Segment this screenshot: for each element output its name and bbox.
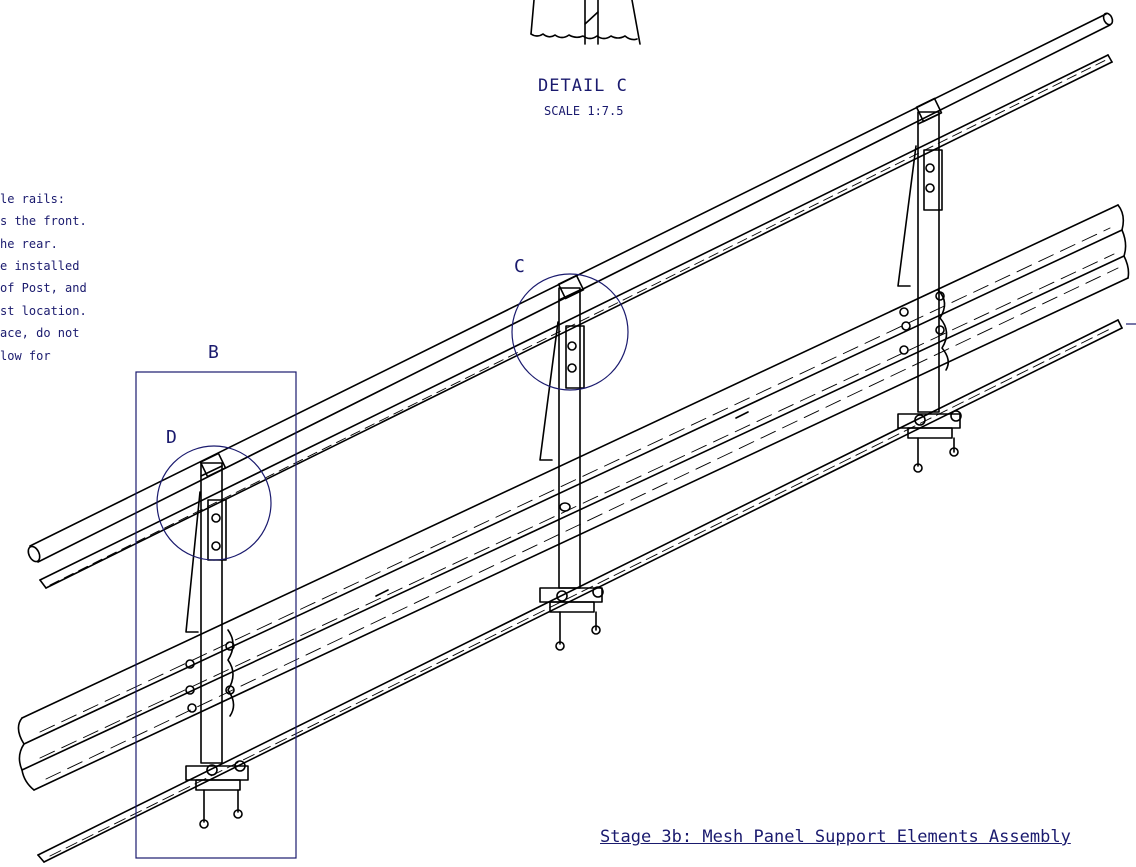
detail-b-frame — [135, 371, 297, 859]
callout-c: C — [514, 256, 525, 277]
handrail-joints — [199, 97, 943, 478]
detail-c-fragment — [530, 0, 641, 45]
post-1 — [185, 462, 249, 829]
note-line: e installed — [0, 259, 80, 273]
note-line: s the front. — [0, 214, 87, 228]
w-beam-rail — [17, 204, 1130, 791]
detail-c-circle — [511, 273, 629, 391]
post-3 — [897, 111, 962, 473]
note-line: le rails: — [0, 192, 66, 206]
stage-title: Stage 3b: Mesh Panel Support Elements As… — [600, 827, 1071, 847]
note-line: st location. — [0, 304, 87, 318]
detail-title: DETAIL C — [538, 76, 628, 96]
callout-b: B — [208, 342, 219, 363]
detail-d-circle — [156, 445, 272, 561]
post-2 — [539, 287, 604, 651]
note-line: he rear. — [0, 237, 58, 251]
note-line: ace, do not — [0, 326, 80, 340]
callout-d: D — [166, 427, 177, 448]
note-line: of Post, and — [0, 281, 87, 295]
detail-scale: SCALE 1:7.5 — [544, 104, 624, 118]
note-line: low for — [0, 349, 51, 363]
